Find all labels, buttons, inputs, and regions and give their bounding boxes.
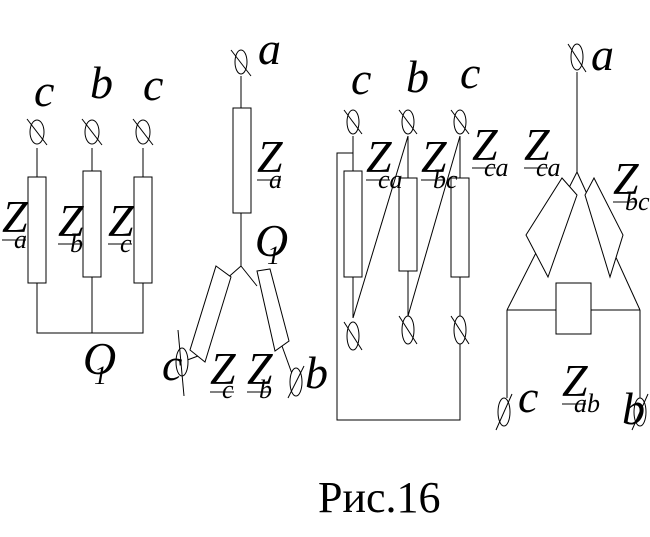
d1-terminal-label-1: c xyxy=(34,65,54,116)
d1-neutral-bus xyxy=(36,283,144,334)
terminal-icon xyxy=(234,49,248,75)
d3-terminal-label-3: c xyxy=(460,47,480,98)
d4-z-symbol-bc: Z xyxy=(613,153,639,204)
diagram-4: a c b Z ca Z ab Z bc xyxy=(495,29,650,434)
figure-caption: Рис.16 xyxy=(318,473,441,522)
d2-terminal-label-a: a xyxy=(258,23,281,74)
d4-impedance-ab xyxy=(555,282,592,335)
d4-z-sub-ab: ab xyxy=(574,389,600,418)
terminal-slash xyxy=(177,329,185,397)
d1-impedance-3 xyxy=(133,176,153,284)
d1-neutral-symbol: O xyxy=(83,333,116,384)
d4-terminal-label-a: a xyxy=(591,29,614,80)
terminal-slash xyxy=(450,315,470,345)
d2-impedance-a xyxy=(232,107,252,214)
terminal-slash xyxy=(495,393,513,431)
terminal-slash xyxy=(631,393,649,431)
d3-impedance-1 xyxy=(343,170,363,278)
terminal-slash xyxy=(398,109,418,135)
diagram-2: a c b Z a Z c Z b O 1 xyxy=(162,23,328,404)
terminal-icon xyxy=(570,43,584,71)
d4-z-sub-ca: ca xyxy=(536,153,561,182)
d3-cross-1 xyxy=(352,135,409,319)
terminal-slash xyxy=(398,315,418,345)
d2-neutral-symbol: O xyxy=(255,215,288,266)
terminal-slash xyxy=(567,43,587,73)
d4-impedance-ca xyxy=(525,177,578,279)
d3-z-symbol-1: Z xyxy=(366,131,392,182)
d4-z-sub-bc: bc xyxy=(625,187,650,216)
d1-z-sub-3: c xyxy=(120,229,132,258)
d3-terminal-label-2: b xyxy=(406,51,429,102)
terminal-slash xyxy=(343,109,363,135)
d1-terminal-label-2: b xyxy=(90,57,113,108)
d1-z-sub-1: a xyxy=(14,225,27,254)
d1-z-symbol-1: Z xyxy=(2,191,28,242)
d1-z-symbol-2: Z xyxy=(58,195,84,246)
d3-return-loop xyxy=(336,152,461,421)
d2-z-sub-b: b xyxy=(259,375,272,404)
d1-impedance-2 xyxy=(82,170,102,278)
d4-impedance-bc xyxy=(584,176,624,279)
d3-cross-2 xyxy=(407,135,461,317)
d3-z-sub-2: bc xyxy=(433,165,458,194)
d2-neutral-sub: 1 xyxy=(267,241,280,270)
terminal-slash xyxy=(26,118,48,146)
d2-impedance-c xyxy=(189,265,232,363)
terminal-slash xyxy=(450,109,470,135)
d4-terminal-label-b: b xyxy=(622,383,645,434)
d1-impedance-1 xyxy=(27,176,47,284)
terminal-slash xyxy=(343,321,363,351)
diagram-3: c b c Z ca Z bc Z ca xyxy=(336,47,509,421)
d2-terminal-label-c: c xyxy=(162,339,182,390)
d2-z-sub-c: c xyxy=(222,375,234,404)
d1-z-symbol-3: Z xyxy=(108,195,134,246)
terminal-slash xyxy=(81,118,103,146)
d3-z-symbol-3: Z xyxy=(472,119,498,170)
d3-z-sub-1: ca xyxy=(378,165,403,194)
d1-terminal-label-3: c xyxy=(143,59,163,110)
d2-z-symbol-b: Z xyxy=(247,343,273,394)
d4-z-symbol-ca: Z xyxy=(524,119,550,170)
terminal-slash xyxy=(287,365,305,399)
d2-branch-right xyxy=(240,265,258,287)
d1-z-sub-2: b xyxy=(70,229,83,258)
d2-z-sub-a: a xyxy=(269,165,282,194)
d2-z-symbol-a: Z xyxy=(257,131,283,182)
d3-z-sub-3: ca xyxy=(484,153,509,182)
d2-impedance-b xyxy=(256,268,290,352)
d3-terminal-label-1: c xyxy=(351,53,371,104)
diagram-1: c b c Z a Z b Z c O 1 xyxy=(2,57,163,390)
d2-terminal-label-b: b xyxy=(305,347,328,398)
d2-z-symbol-c: Z xyxy=(210,343,236,394)
d3-z-symbol-2: Z xyxy=(421,131,447,182)
terminal-slash xyxy=(230,49,252,77)
d1-neutral-sub: 1 xyxy=(94,361,107,390)
d4-z-symbol-ab: Z xyxy=(562,355,588,406)
d4-terminal-label-c: c xyxy=(518,371,538,422)
terminal-slash xyxy=(132,118,154,146)
